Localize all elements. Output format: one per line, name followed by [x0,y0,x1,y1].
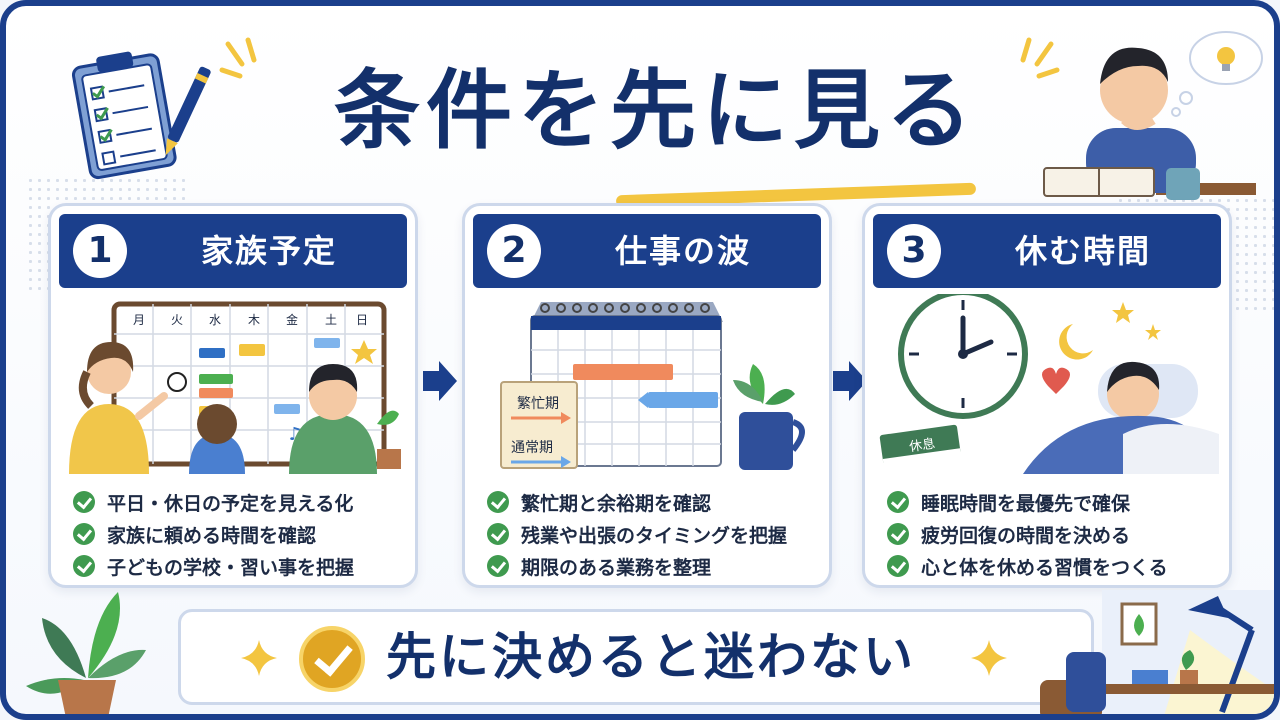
check-icon [73,523,95,545]
work-calendar-illustration: 繁忙期 通常期 [500,302,805,470]
weekday-wed: 水 [209,313,221,327]
card-number: 2 [487,224,541,278]
clipboard-icon [71,51,211,180]
weekday-sun: 日 [356,313,368,327]
card-work-waves: 2 仕事の波 [462,203,832,588]
list-item: 心と体を休める習慣をつくる [887,550,1217,582]
check-icon [73,555,95,577]
list-item: 平日・休日の予定を見える化 [73,486,403,518]
sparkle-left-icon [241,640,277,676]
check-icon [887,491,909,513]
sparkle-right-icon [971,640,1007,676]
busy-period-label: 繁忙期 [517,396,559,412]
list-item: 家族に頼める時間を確認 [73,518,403,550]
list-item: 繁忙期と余裕期を確認 [487,486,817,518]
weekday-fri: 金 [286,312,298,327]
check-icon [487,523,509,545]
card-rest-time: 3 休む時間 休息 [862,203,1232,588]
sparkle-lines-left-icon [219,37,257,79]
card-title: 休む時間 [1014,232,1151,270]
check-icon [487,491,509,513]
check-list: 平日・休日の予定を見える化 家族に頼める時間を確認 子どもの学校・習い事を把握 [73,486,403,582]
book-label: 休息 [908,436,936,455]
normal-period-label: 通常期 [511,440,553,456]
list-item: 睡眠時間を最優先で確保 [887,486,1217,518]
card-family-schedule: 1 家族予定 月 火 水 木 金 土 [48,203,418,588]
chair-illustration [1040,652,1106,714]
card-header: 1 家族予定 [59,214,407,288]
desk-lamp-illustration [1102,590,1274,714]
check-icon [487,555,509,577]
arrow-right-icon [423,361,457,401]
card-title: 仕事の波 [614,232,751,270]
card-title: 家族予定 [200,232,337,270]
potted-plant-illustration [26,592,146,714]
weekday-thu: 木 [248,313,260,327]
thinking-man-illustration [1043,31,1263,200]
weekday-mon: 月 [133,313,145,327]
check-list: 繁忙期と余裕期を確認 残業や出張のタイミングを把握 期限のある業務を整理 [487,486,817,582]
list-item: 子どもの学校・習い事を把握 [73,550,403,582]
card-number: 1 [73,224,127,278]
title-area: 条件を先に見る [276,51,1036,208]
check-icon [887,555,909,577]
family-calendar-illustration: 月 火 水 木 金 土 日 ♫ [69,301,401,474]
checkmark-badge-icon [299,626,365,692]
weekday-tue: 火 [171,313,183,327]
card-header: 3 休む時間 [873,214,1221,288]
arrow-right-icon [833,361,867,401]
list-item: 残業や出張のタイミングを把握 [487,518,817,550]
sparkle-lines-right-icon [1020,37,1060,79]
card-header: 2 仕事の波 [473,214,821,288]
check-icon [73,491,95,513]
check-icon [887,523,909,545]
list-item: 期限のある業務を整理 [487,550,817,582]
rest-illustration: 休息 [879,294,1219,474]
check-list: 睡眠時間を最優先で確保 疲労回復の時間を決める 心と体を休める習慣をつくる [887,486,1217,582]
conclusion-banner: 先に決めると迷わない [178,609,1094,705]
card-number: 3 [887,224,941,278]
weekday-sat: 土 [325,313,337,327]
page-title: 条件を先に見る [334,61,978,161]
list-item: 疲労回復の時間を決める [887,518,1217,550]
banner-text: 先に決めると迷わない [386,628,916,686]
